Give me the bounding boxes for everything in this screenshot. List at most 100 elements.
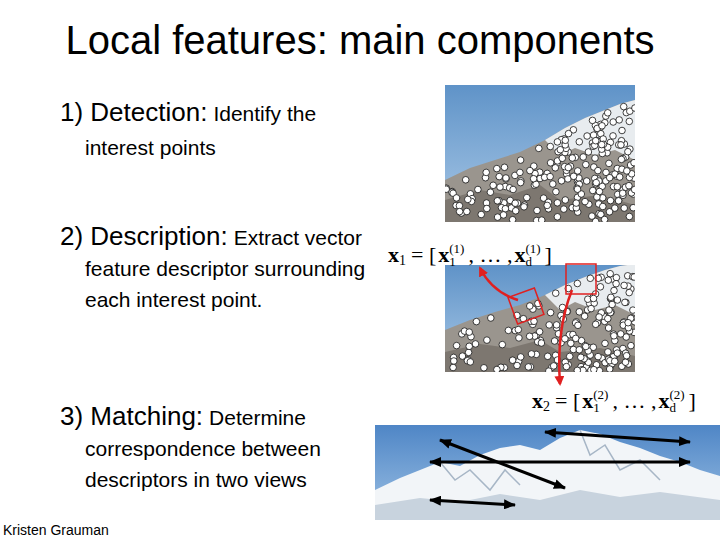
interest-point xyxy=(445,185,450,192)
interest-points xyxy=(450,270,635,372)
interest-point xyxy=(547,309,554,316)
credit: Kristen Grauman xyxy=(3,522,109,538)
interest-point xyxy=(589,213,596,220)
interest-point xyxy=(608,294,615,301)
interest-point xyxy=(527,167,534,174)
subscript: 2 xyxy=(543,392,550,422)
interest-point xyxy=(530,175,537,182)
formula-operator: = [ xyxy=(555,386,580,416)
interest-point xyxy=(587,275,594,282)
mountain-photo xyxy=(375,425,720,520)
interest-point xyxy=(562,197,569,204)
formula-operator: ] xyxy=(689,386,696,416)
interest-point xyxy=(598,141,605,148)
subscript: 1 xyxy=(399,246,406,276)
interest-point xyxy=(487,189,494,196)
interest-point xyxy=(606,366,613,372)
subscript: 1 xyxy=(593,401,600,414)
interest-point xyxy=(526,333,533,340)
interest-point xyxy=(605,349,612,356)
interest-point xyxy=(499,341,506,348)
patch-square xyxy=(508,288,544,324)
interest-point xyxy=(582,342,589,349)
subscript: d xyxy=(525,255,532,268)
interest-point xyxy=(547,160,554,167)
interest-point xyxy=(509,357,516,364)
interest-point xyxy=(467,359,474,366)
interest-point xyxy=(465,196,472,203)
interest-point xyxy=(552,290,559,297)
interest-point xyxy=(456,208,463,215)
interest-point xyxy=(496,173,503,180)
interest-point xyxy=(538,340,545,347)
interest-point xyxy=(620,103,627,110)
interest-point xyxy=(553,188,560,195)
subscript: 1 xyxy=(449,255,456,268)
interest-point xyxy=(521,204,528,211)
interest-point xyxy=(562,336,569,343)
interest-point xyxy=(536,145,543,152)
interest-point xyxy=(616,174,623,181)
interest-point xyxy=(630,307,635,314)
interest-point xyxy=(574,185,581,192)
interest-point xyxy=(619,190,626,197)
interest-point xyxy=(462,177,469,184)
interest-point xyxy=(517,179,524,186)
interest-point xyxy=(588,305,595,312)
vector-symbol: x xyxy=(532,386,543,416)
mountain-photo xyxy=(445,265,635,372)
interest-point xyxy=(606,174,613,181)
interest-point xyxy=(527,303,534,310)
interest-point xyxy=(580,154,587,161)
formula-operator: , … , xyxy=(612,386,656,416)
interest-point xyxy=(615,198,622,205)
interest-point xyxy=(591,366,598,372)
interest-point xyxy=(605,277,612,284)
interest-point xyxy=(573,200,580,207)
interest-point xyxy=(450,364,457,371)
interest-point xyxy=(631,159,635,166)
interest-point xyxy=(494,165,501,172)
item-heading: 2) Description: xyxy=(60,221,228,251)
interest-point xyxy=(600,203,607,210)
interest-point xyxy=(550,181,557,188)
interest-point xyxy=(596,188,603,195)
interest-point xyxy=(614,297,621,304)
interest-point xyxy=(554,139,561,146)
interest-point xyxy=(575,322,582,329)
interest-point xyxy=(626,289,633,296)
interest-point xyxy=(617,331,624,338)
interest-point xyxy=(544,353,551,360)
index-stack: (2)1 xyxy=(593,388,608,414)
interest-point xyxy=(611,333,618,340)
interest-point xyxy=(592,321,599,328)
interest-point xyxy=(576,139,583,146)
credit-text: Kristen Grauman xyxy=(3,522,109,538)
interest-point xyxy=(478,211,485,218)
interest-point xyxy=(488,315,495,322)
interest-point xyxy=(615,197,622,204)
interest-point xyxy=(505,327,512,334)
vector-symbol: x xyxy=(438,240,449,270)
interest-point xyxy=(583,343,590,350)
interest-point xyxy=(484,205,491,212)
interest-point xyxy=(525,364,532,371)
interest-point xyxy=(512,200,519,207)
interest-point xyxy=(576,309,583,316)
interest-point xyxy=(621,282,628,289)
interest-point xyxy=(574,367,581,372)
interest-point xyxy=(631,274,635,281)
interest-point xyxy=(611,358,618,365)
interest-point xyxy=(597,284,604,291)
interest-point xyxy=(593,179,600,186)
interest-point xyxy=(551,338,558,345)
interest-point xyxy=(557,146,564,153)
interest-point xyxy=(583,161,590,168)
interest-point xyxy=(595,353,602,360)
interest-point xyxy=(576,347,583,354)
interest-point xyxy=(550,363,557,370)
interest-point xyxy=(618,142,625,149)
interest-point xyxy=(614,350,621,357)
interest-point xyxy=(626,213,633,220)
superscript: (2) xyxy=(669,388,684,401)
